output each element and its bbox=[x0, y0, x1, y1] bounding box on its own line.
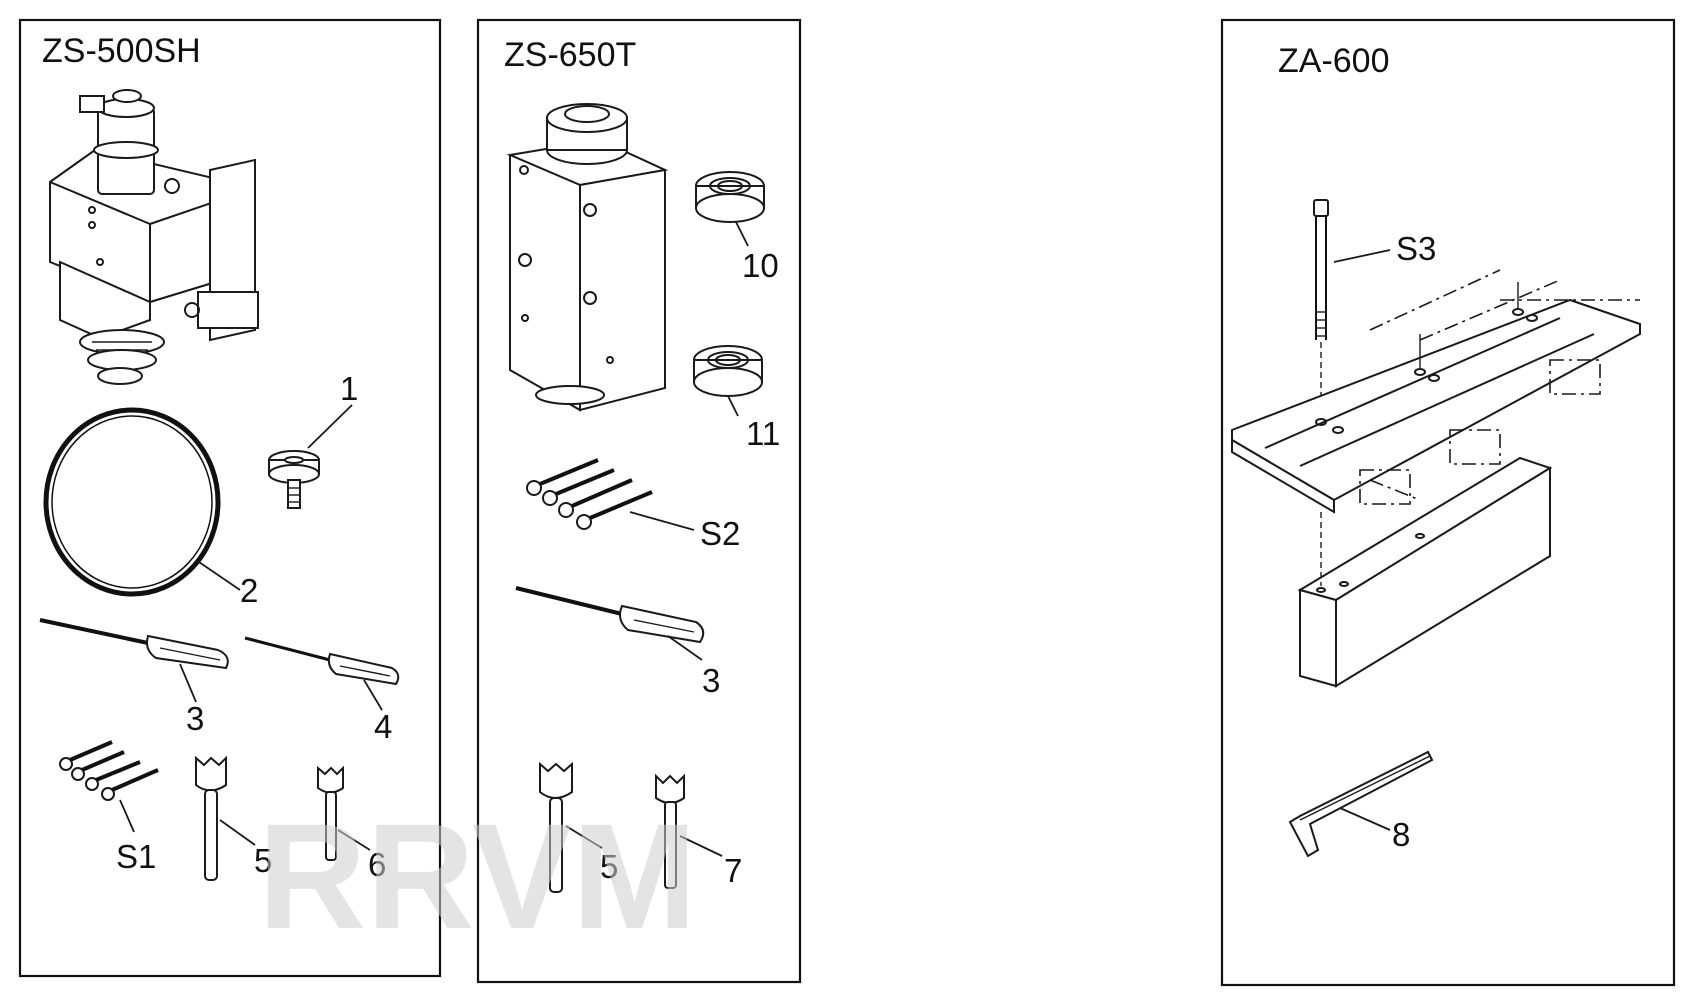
screwdriver-small-drawing bbox=[244, 636, 400, 686]
callout-s1: S1 bbox=[116, 838, 156, 875]
screws-s1-drawing bbox=[59, 740, 159, 801]
bearing-11-drawing bbox=[693, 345, 763, 397]
callout-s2: S2 bbox=[700, 515, 740, 552]
callout-2: 2 bbox=[240, 572, 258, 609]
callout-s3: S3 bbox=[1396, 230, 1436, 267]
panel-zs-500sh: ZS-500SH bbox=[18, 18, 442, 978]
callout-3-panel2: 3 bbox=[702, 662, 720, 699]
bearing-10-drawing bbox=[695, 171, 765, 223]
callout-8: 8 bbox=[1392, 816, 1410, 853]
screws-s2-drawing bbox=[526, 458, 653, 530]
callout-7: 7 bbox=[724, 852, 742, 889]
panel-title: ZA-600 bbox=[1278, 42, 1390, 80]
panel-title: ZS-500SH bbox=[42, 32, 201, 70]
long-bolt-drawing bbox=[1313, 199, 1329, 420]
spindle-unit-drawing bbox=[49, 89, 259, 385]
t-slot-table-drawing bbox=[1231, 269, 1641, 514]
knurled-screw-drawing bbox=[268, 450, 320, 509]
wrench-large-drawing bbox=[195, 755, 227, 881]
panel-border bbox=[1220, 18, 1676, 987]
belt-drawing bbox=[43, 407, 221, 597]
wrench-5-drawing bbox=[539, 761, 573, 893]
spacer-block-drawing bbox=[1297, 456, 1553, 688]
callout-6: 6 bbox=[368, 846, 386, 883]
hex-key-drawing bbox=[1288, 750, 1434, 858]
panel-border bbox=[476, 18, 802, 984]
callout-10: 10 bbox=[742, 247, 779, 284]
panel-title: ZS-650T bbox=[504, 36, 636, 74]
wrench-7-drawing bbox=[655, 773, 685, 889]
callout-1: 1 bbox=[340, 370, 358, 407]
callout-11: 11 bbox=[746, 415, 780, 452]
panel-za-600: ZA-600 S3 bbox=[1220, 18, 1676, 987]
screwdriver-large-drawing bbox=[39, 618, 229, 670]
spindle-block-drawing bbox=[506, 103, 669, 412]
callout-3-panel1: 3 bbox=[186, 700, 204, 737]
watermark: RRVM bbox=[258, 792, 697, 960]
panel-border bbox=[18, 18, 442, 978]
panel-zs-650t: ZS-650T 10 bbox=[476, 18, 802, 984]
screwdriver-drawing bbox=[515, 586, 705, 644]
callout-4: 4 bbox=[374, 708, 392, 745]
wrench-small-drawing bbox=[317, 765, 344, 861]
callout-5-panel1: 5 bbox=[254, 842, 272, 879]
callout-5-panel2: 5 bbox=[600, 848, 618, 885]
